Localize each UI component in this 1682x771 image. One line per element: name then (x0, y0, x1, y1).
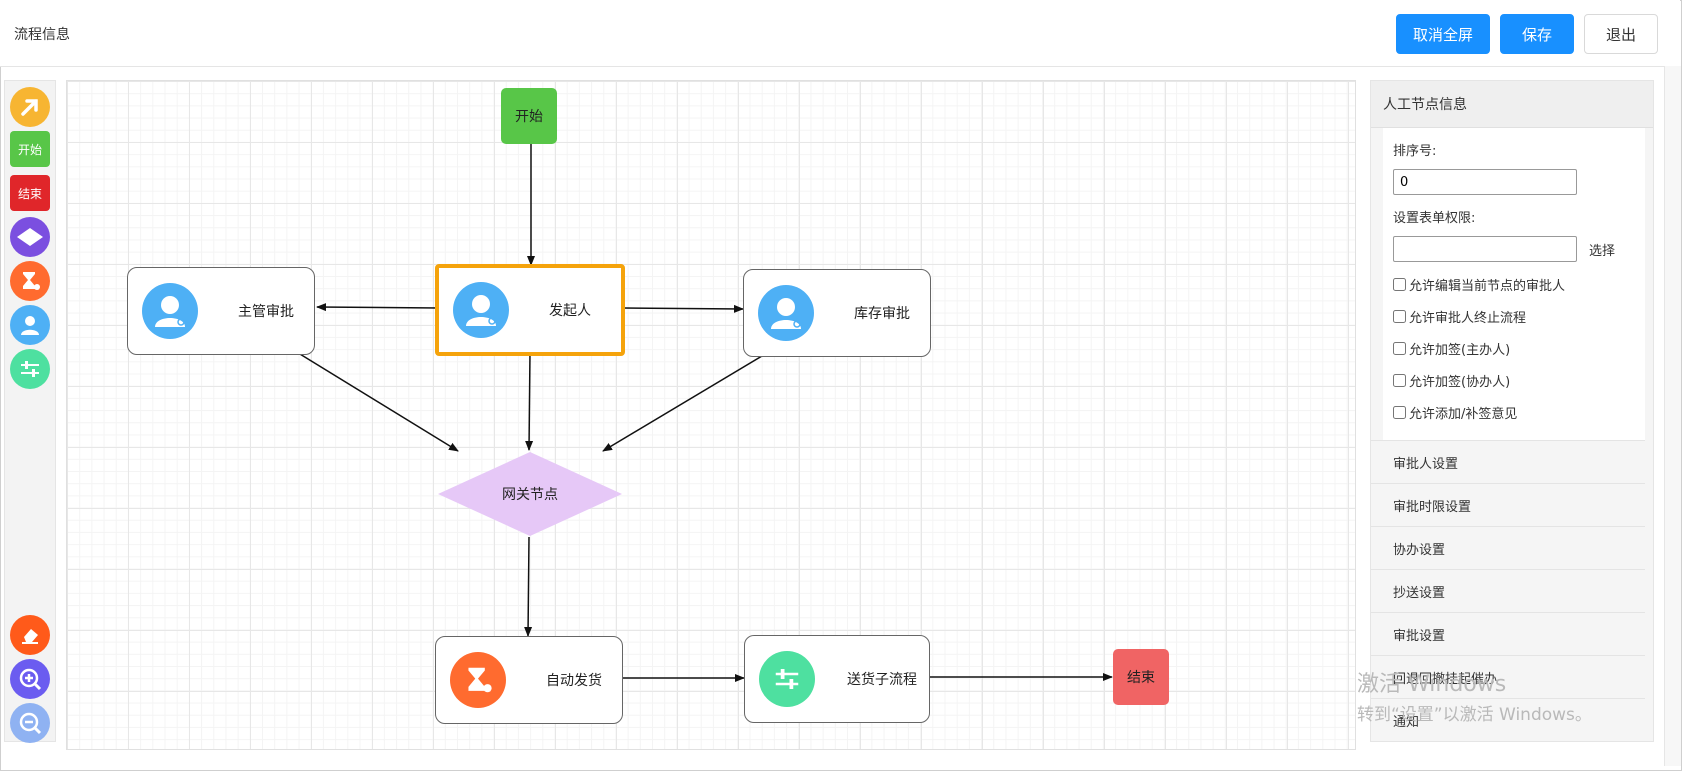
user-avatar-icon (142, 283, 198, 339)
edge-inventory-gateway (602, 352, 768, 452)
node-label: 送货子流程 (847, 672, 917, 688)
hourglass-icon (450, 652, 506, 708)
edge-initiator-inventory (622, 304, 744, 313)
zoom-out-icon[interactable] (10, 703, 50, 743)
gateway-node[interactable]: 网关节点 (437, 451, 623, 537)
start-node-tool[interactable]: 开始 (10, 131, 50, 167)
gateway-label: 网关节点 (502, 487, 558, 503)
user-avatar-icon (453, 282, 509, 338)
checkbox-label: 允许添加/补签意见 (1409, 406, 1518, 422)
checkbox-label: 允许加签(主办人) (1409, 342, 1511, 358)
node-label: 库存审批 (854, 306, 910, 322)
select-link[interactable]: 选择 (1589, 243, 1616, 259)
edge-gateway-autoship (524, 536, 533, 637)
section-rollback-settings[interactable]: 回退回撤挂起催办 (1371, 655, 1645, 698)
exit-button[interactable]: 退出 (1584, 14, 1658, 54)
section-time-limit-settings[interactable]: 审批时限设置 (1371, 483, 1645, 526)
gateway-diamond-shape (438, 452, 622, 536)
node-toolbar: 开始 结束 (4, 80, 56, 743)
exit-fullscreen-button[interactable]: 取消全屏 (1396, 14, 1490, 54)
node-label: 自动发货 (546, 673, 602, 689)
checkbox-countersign-main[interactable]: 允许加签(主办人) (1393, 338, 1635, 358)
checkbox-label: 允许审批人终止流程 (1409, 310, 1527, 326)
eraser-icon[interactable] (10, 615, 50, 655)
connector-arrow-icon[interactable] (10, 87, 50, 127)
checkbox-edit-approver[interactable]: 允许编辑当前节点的审批人 (1393, 274, 1635, 294)
edge-initiator-gateway (525, 350, 534, 451)
section-assist-settings[interactable]: 协办设置 (1371, 526, 1645, 569)
edge-initiator-manager (316, 303, 440, 312)
form-permission-label: 设置表单权限: (1393, 211, 1476, 226)
section-cc-settings[interactable]: 抄送设置 (1371, 569, 1645, 612)
section-approver-settings[interactable]: 审批人设置 (1371, 440, 1645, 483)
user-task-icon[interactable] (10, 305, 50, 345)
auto-ship-node[interactable]: 自动发货 (435, 636, 623, 724)
checkbox-add-opinion[interactable]: 允许添加/补签意见 (1393, 402, 1635, 422)
panel-title: 人工节点信息 (1371, 81, 1653, 128)
sort-number-input[interactable] (1393, 169, 1577, 195)
form-permission-input[interactable] (1393, 236, 1577, 262)
page-title: 流程信息 (14, 27, 70, 43)
panel-body: 排序号: 设置表单权限: 选择 允许编辑当前节点的审批人 允许审批人终止流程 允… (1383, 128, 1645, 440)
node-properties-panel: 人工节点信息 排序号: 设置表单权限: 选择 允许编辑当前节点的审批人 允许审批… (1370, 80, 1654, 742)
inventory-approval-node[interactable]: 库存审批 (743, 269, 931, 357)
checkbox-countersign-assist[interactable]: 允许加签(协办人) (1393, 370, 1635, 390)
checkbox-approver-terminate[interactable]: 允许审批人终止流程 (1393, 306, 1635, 326)
sort-label: 排序号: (1393, 144, 1437, 159)
gateway-diamond-icon[interactable] (10, 217, 50, 257)
manager-approval-node[interactable]: 主管审批 (127, 267, 315, 355)
end-node-tool[interactable]: 结束 (10, 175, 50, 211)
zoom-in-icon[interactable] (10, 659, 50, 699)
auto-task-hourglass-icon[interactable] (10, 261, 50, 301)
user-avatar-icon (758, 285, 814, 341)
start-node[interactable]: 开始 (501, 88, 557, 144)
save-button[interactable]: 保存 (1500, 14, 1574, 54)
checkbox-label: 允许加签(协办人) (1409, 374, 1511, 390)
node-label: 发起人 (549, 303, 591, 319)
checkbox-label: 允许编辑当前节点的审批人 (1409, 278, 1566, 294)
flow-connections (294, 144, 1113, 682)
vertical-scrollbar[interactable] (1664, 66, 1681, 766)
section-approval-settings[interactable]: 审批设置 (1371, 612, 1645, 655)
delivery-subflow-node[interactable]: 送货子流程 (744, 635, 930, 723)
sliders-icon (759, 651, 815, 707)
end-node[interactable]: 结束 (1113, 649, 1169, 705)
subflow-sliders-icon[interactable] (10, 349, 50, 389)
header-bar: 流程信息 取消全屏 保存 退出 (0, 0, 1680, 67)
section-notification[interactable]: 通知 (1371, 698, 1645, 741)
node-label: 主管审批 (238, 304, 294, 320)
flow-canvas[interactable]: 开始 发起人 主管审批 库存审批 网关节点 自动发货 送货子流程 结束 (66, 80, 1356, 750)
edge-manager-gateway (294, 350, 459, 452)
initiator-node[interactable]: 发起人 (435, 264, 625, 356)
